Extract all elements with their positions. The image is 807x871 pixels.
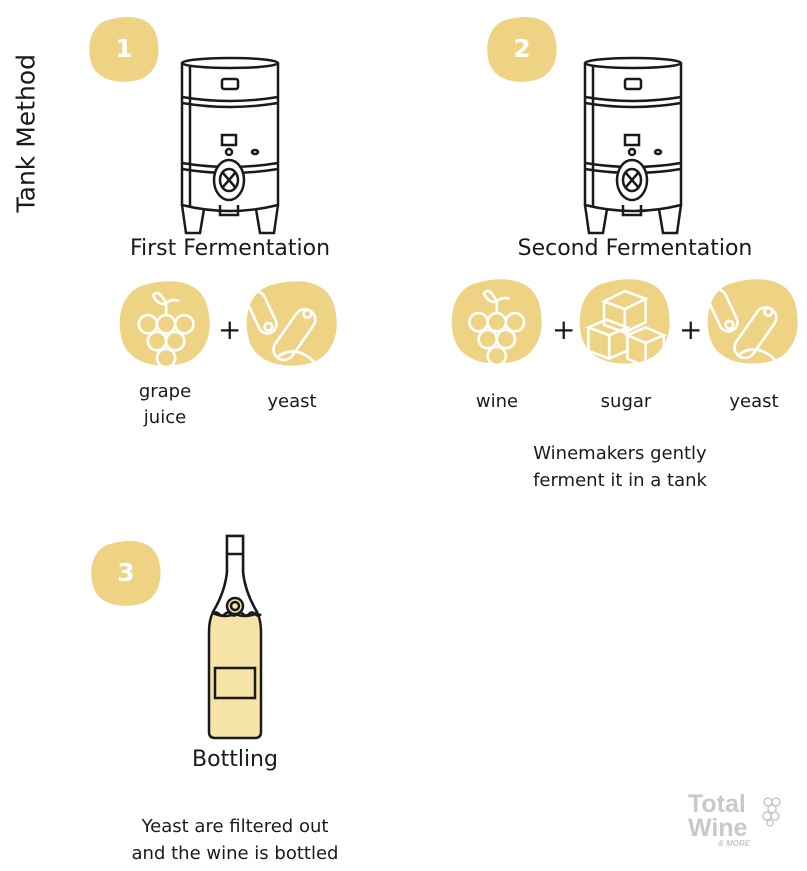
side-title: Tank Method [11,54,41,213]
yeast-icon [245,281,337,370]
plus-sign: + [552,313,576,346]
grape-logo-icon [762,797,781,827]
step-1-title: First Fermentation [129,236,331,261]
step-number: 2 [513,34,531,63]
yeast-icon [706,279,798,368]
step-3-title: Bottling [192,747,278,772]
plus-sign: + [218,313,242,346]
ingredient-label: wine [475,391,519,412]
tank-icon [180,56,280,235]
grape-icon [451,279,542,367]
tank-icon [583,56,683,235]
ingredient-label: sugar [600,391,652,412]
step-number: 3 [117,558,135,587]
sugar-cubes-icon [579,279,670,368]
step-2-badge: 2 [486,16,558,82]
ingredient-label: yeast [267,391,317,412]
plus-sign: + [679,313,703,346]
step-3-badge: 3 [90,540,162,606]
step-2-title: Second Fermentation [517,236,753,261]
grape-icon [119,281,210,369]
step-number: 1 [115,34,133,63]
bottle-icon [207,534,263,740]
total-wine-logo: Total Wine & MORE [688,790,750,848]
ingredient-label: yeast [729,391,779,412]
step-1-badge: 1 [88,16,160,82]
